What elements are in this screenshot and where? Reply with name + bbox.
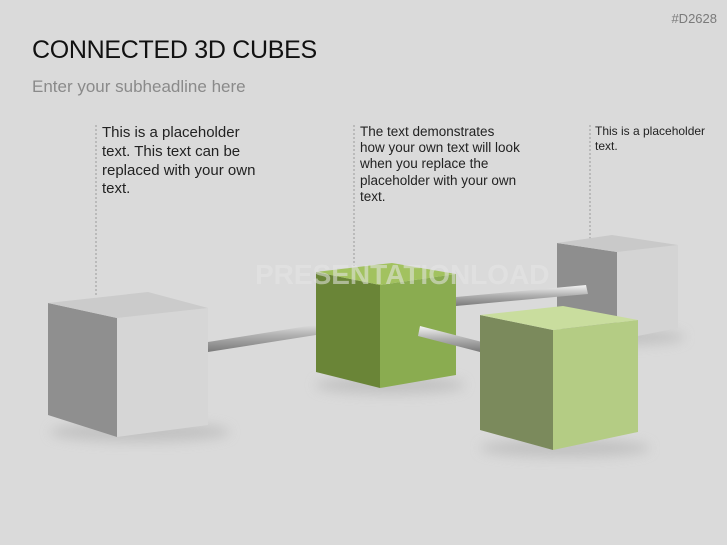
slide-subtitle: Enter your subheadline here <box>32 77 246 96</box>
callout-text-3: This is a placeholder text. <box>595 124 706 153</box>
cube-green-center <box>316 263 456 388</box>
cube-gray-left <box>48 292 208 437</box>
rod-center-back <box>456 285 588 306</box>
slide-title: CONNECTED 3D CUBES <box>32 36 317 64</box>
callout-text-1: This is a placeholder text. This text ca… <box>102 124 256 198</box>
rod-center-front <box>418 326 482 352</box>
cube-lightgreen-front <box>480 306 638 450</box>
callout-lines <box>95 125 591 296</box>
slide-code: #D2628 <box>671 11 717 26</box>
callout-text-2: The text demonstrates how your own text … <box>360 124 520 204</box>
watermark-logo: PRESENTATIONLOAD <box>255 259 550 290</box>
